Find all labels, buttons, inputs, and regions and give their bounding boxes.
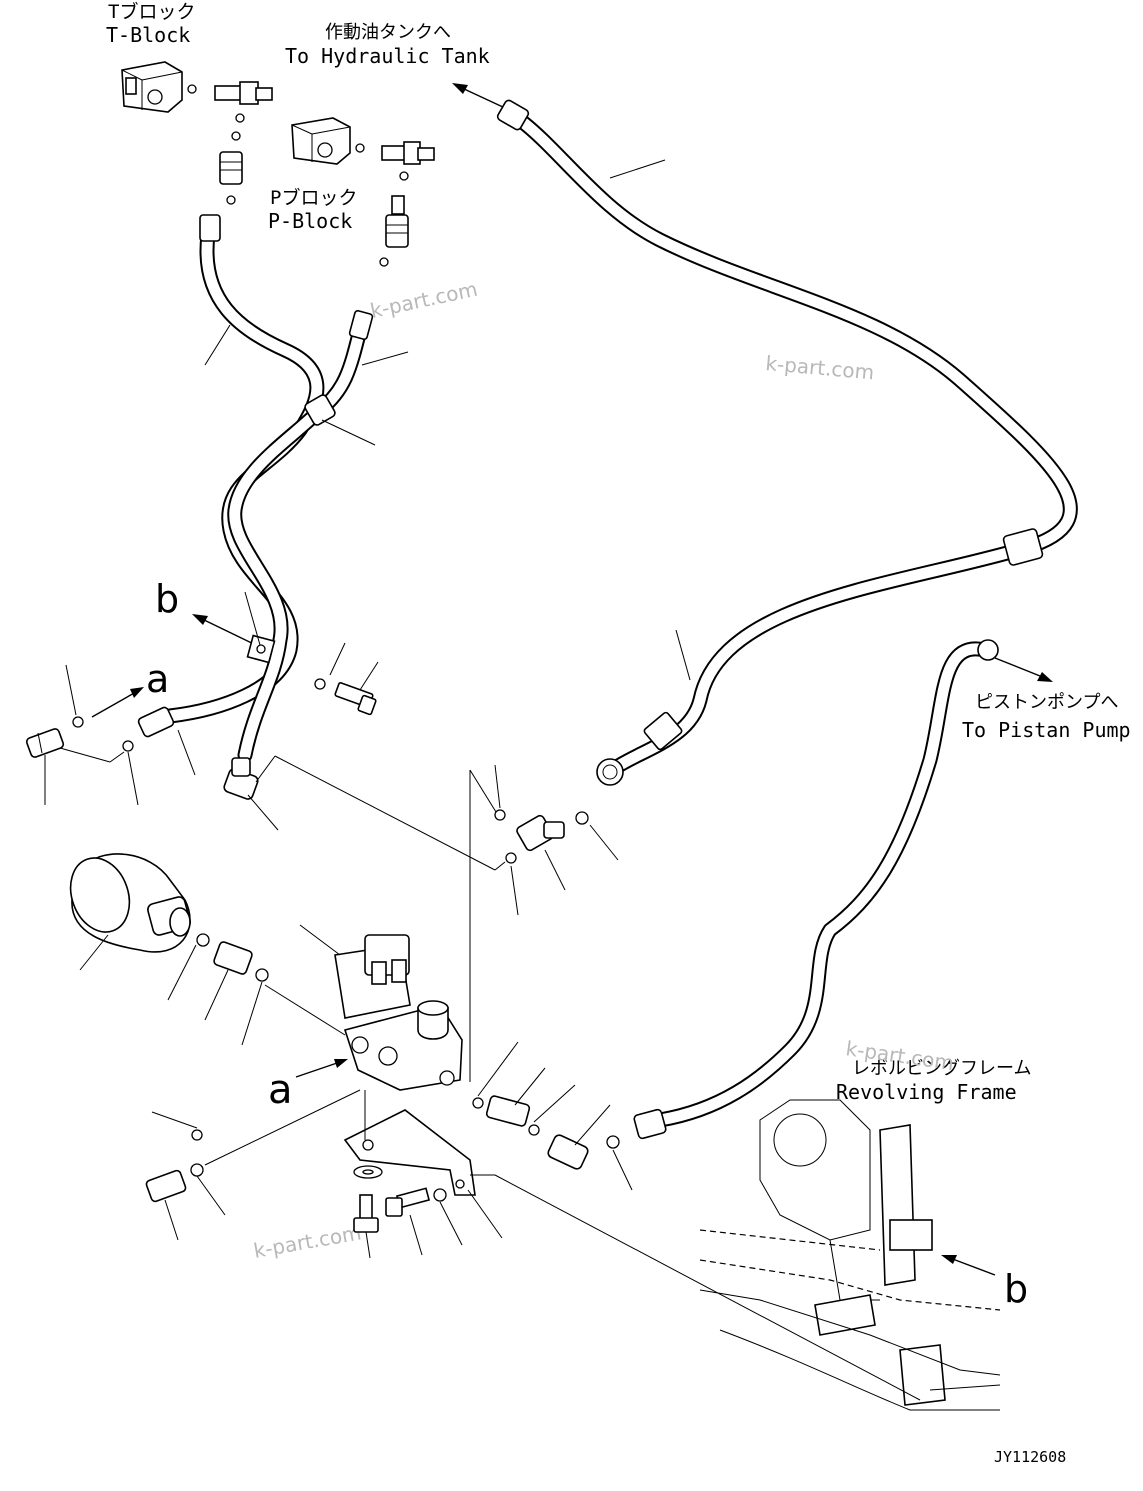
o-ring [72, 716, 84, 728]
washer [433, 1188, 447, 1202]
arrow-to-piston-pump [994, 657, 1053, 682]
hose-end-fitting [137, 706, 175, 738]
t-block-elbow-fitting [187, 81, 273, 105]
mounting-bolt [353, 1194, 379, 1233]
valve-bracket [343, 1109, 476, 1196]
mounting-bolt [385, 1187, 431, 1217]
drawing-code: JY112608 [994, 1448, 1066, 1466]
o-ring [191, 1129, 203, 1141]
p-block-straight-fitting [385, 195, 409, 248]
clamp-bolt [314, 678, 377, 716]
ref-letter-b-left: b [155, 577, 179, 621]
adapter-fitting [213, 941, 253, 975]
lower-left-fitting [145, 1169, 187, 1203]
arrow-to-hydraulic-tank [452, 83, 506, 109]
o-ring [575, 811, 589, 825]
revolving-frame [699, 1099, 1001, 1411]
o-ring [196, 933, 210, 947]
hose-p-block [227, 309, 374, 763]
revolving-frame-label-jp: レボルビングフレーム [852, 1058, 1031, 1079]
p-block-label-jp: Pブロック [270, 186, 357, 209]
connection-lines [59, 747, 921, 1401]
o-ring [505, 852, 517, 864]
o-ring [494, 809, 506, 821]
straight-union-fitting [485, 1095, 531, 1127]
piston-pump-label-jp: ピストンポンプへ [975, 692, 1118, 713]
piston-pump-label-en: To Pistan Pump [962, 718, 1131, 742]
arrow-a-top [91, 687, 144, 718]
solenoid-valve [334, 934, 463, 1091]
accumulator [69, 853, 191, 953]
o-ring [255, 968, 269, 982]
o-ring [226, 195, 236, 205]
tee-fitting [516, 814, 565, 852]
arrow-b-right [941, 1255, 996, 1276]
watermark: k-part.com [368, 277, 480, 323]
o-ring [528, 1124, 540, 1136]
elbow-fitting [223, 757, 259, 800]
ref-letter-a-top: a [146, 657, 169, 701]
hose-to-hydraulic-tank [496, 99, 1078, 786]
t-block-label-jp: Tブロック [108, 0, 195, 23]
watermark: k-part.com [765, 351, 876, 384]
hose-clamp [304, 394, 336, 426]
left-straight-fitting [25, 728, 65, 758]
p-block-elbow-fitting [381, 141, 435, 181]
ref-letter-b-right: b [1004, 1267, 1028, 1311]
arrow-a-valve [295, 1059, 348, 1078]
hose-t-block [162, 214, 325, 724]
t-block-straight-fitting [219, 151, 243, 185]
ref-letter-a-valve: a [268, 1067, 293, 1113]
o-ring [606, 1135, 620, 1149]
hydraulic-tank-label-jp: 作動油タンクへ [325, 22, 451, 43]
o-ring [190, 1163, 204, 1177]
watermark: k-part.com [252, 1220, 363, 1263]
o-ring [379, 257, 389, 267]
revolving-frame-label-en: Revolving Frame [836, 1080, 1017, 1104]
elbow-fitting-right [547, 1134, 589, 1170]
o-ring [472, 1097, 484, 1109]
p-block-label-en: P-Block [268, 209, 352, 233]
hose-to-piston-pump [633, 639, 999, 1140]
o-ring [235, 113, 245, 123]
mounting-clip [246, 634, 276, 664]
hydraulic-tank-label-en: To Hydraulic Tank [285, 44, 490, 68]
o-ring [122, 740, 134, 752]
washer [353, 1165, 383, 1179]
p-block [291, 117, 365, 165]
t-block-label-en: T-Block [106, 23, 190, 47]
o-ring [231, 131, 241, 141]
t-block [121, 61, 183, 113]
leader-lines [44, 159, 691, 1259]
